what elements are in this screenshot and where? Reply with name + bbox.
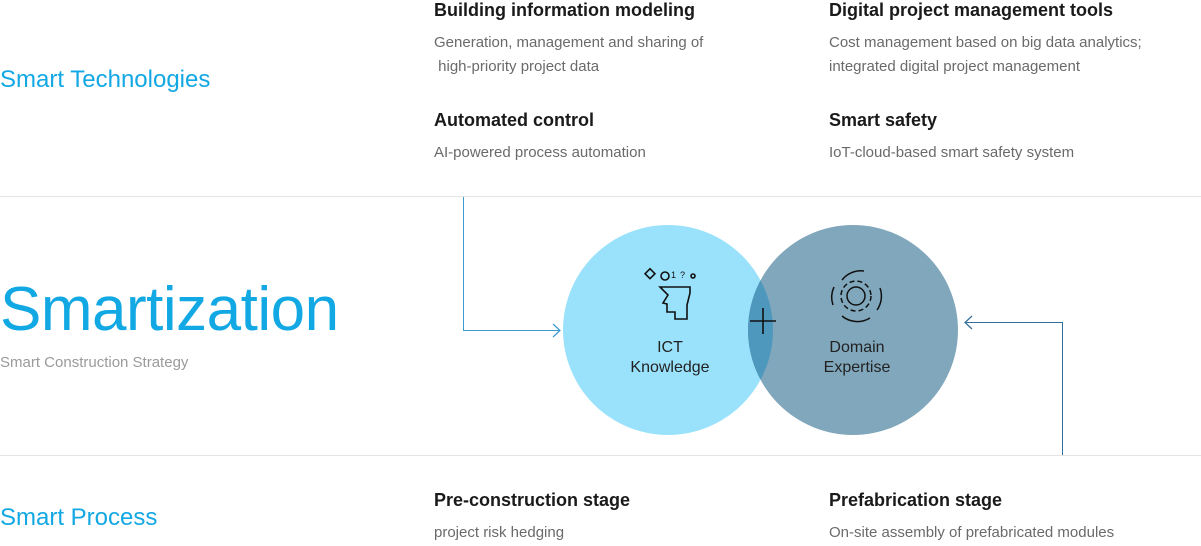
main-subtitle: Smart Construction Strategy <box>0 354 189 371</box>
desc-line: high-priority project data <box>434 58 600 75</box>
plus-icon <box>750 308 776 334</box>
tech-desc: IoT-cloud-based smart safety system <box>829 144 1075 161</box>
tech-item-digital-pm: Digital project management tools Cost ma… <box>829 0 1142 79</box>
process-desc: project risk hedging <box>434 524 565 541</box>
divider-top <box>0 196 1201 197</box>
tech-item-automated-control: Automated control AI-powered process aut… <box>434 110 646 165</box>
tech-heading: Automated control <box>434 110 594 130</box>
connector-line-top <box>463 197 560 331</box>
label-line: Domain <box>829 339 885 356</box>
divider-bottom <box>0 455 1201 456</box>
tech-heading: Smart safety <box>829 110 938 130</box>
arrow-head-right-icon <box>552 323 561 338</box>
tech-item-smart-safety: Smart safety IoT-cloud-based smart safet… <box>829 110 1074 165</box>
tech-desc: Generation, management and sharing of hi… <box>434 31 703 79</box>
process-item-prefabrication: Prefabrication stage On-site assembly of… <box>829 490 1114 545</box>
desc-line: integrated digital project management <box>829 58 1080 75</box>
tech-heading: Building information modeling <box>434 0 695 20</box>
domain-expertise-label: Domain Expertise <box>797 338 917 378</box>
label-line: Expertise <box>823 359 891 376</box>
label-line: ICT <box>657 339 683 356</box>
tech-item-bim: Building information modeling Generation… <box>434 0 703 79</box>
tech-heading: Digital project management tools <box>829 0 1114 20</box>
tech-desc: AI-powered process automation <box>434 144 646 161</box>
head-thinking-icon: 1 ? <box>643 267 696 320</box>
tech-desc: Cost management based on big data analyt… <box>829 31 1142 79</box>
svg-text:1: 1 <box>671 270 676 280</box>
process-item-preconstruction: Pre-construction stage project risk hedg… <box>434 490 630 545</box>
arrow-head-left-icon <box>964 315 973 330</box>
desc-line: Cost management based on big data analyt… <box>829 34 1142 51</box>
desc-line: Generation, management and sharing of <box>434 34 704 51</box>
circle-ict-knowledge <box>563 225 773 435</box>
circle-domain-expertise <box>748 225 958 435</box>
main-title: Smartization <box>0 275 339 344</box>
process-heading: Pre-construction stage <box>434 490 631 510</box>
section-title-smart-technologies: Smart Technologies <box>0 66 211 93</box>
svg-text:?: ? <box>680 270 685 280</box>
process-heading: Prefabrication stage <box>829 490 1003 510</box>
process-desc: On-site assembly of prefabricated module… <box>829 524 1115 541</box>
gear-cycle-icon <box>830 270 883 323</box>
label-line: Knowledge <box>630 359 710 376</box>
section-title-smart-process: Smart Process <box>0 504 158 531</box>
ict-knowledge-label: ICT Knowledge <box>610 338 730 378</box>
connector-line-bottom <box>965 322 1063 455</box>
